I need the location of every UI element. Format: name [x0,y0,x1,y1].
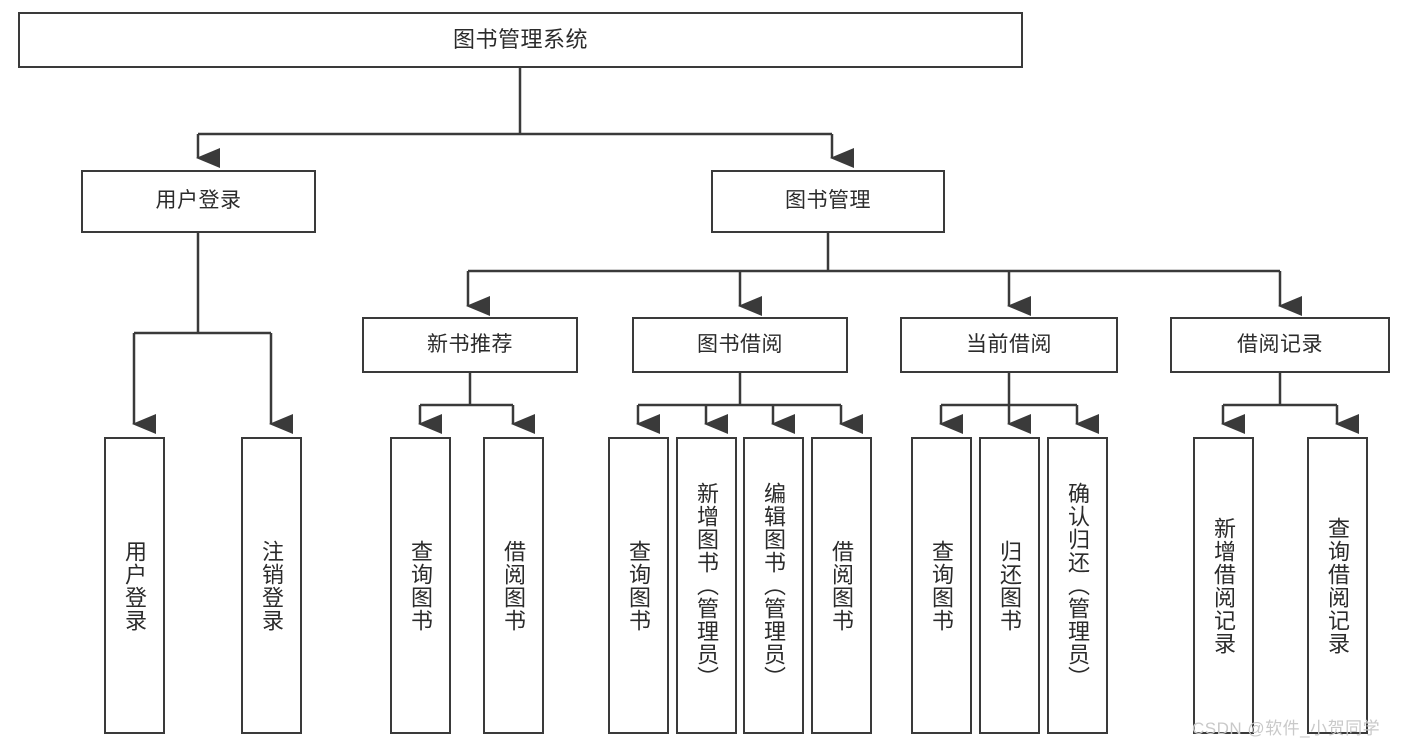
leaf-current-confirm-return[interactable]: 确认归还（管理员） [1047,437,1108,734]
leaf-user-login-signin[interactable]: 用户登录 [104,437,165,734]
leaf-records-query-label: 查询借阅记录 [1325,516,1351,655]
leaf-records-add-label: 新增借阅记录 [1211,516,1237,655]
node-new-book-recommend[interactable]: 新书推荐 [362,317,578,373]
node-book-management-label: 图书管理 [785,189,871,213]
node-current-borrow-label: 当前借阅 [966,332,1052,356]
node-root[interactable]: 图书管理系统 [18,12,1023,68]
node-user-login[interactable]: 用户登录 [81,170,316,233]
node-user-login-label: 用户登录 [155,189,242,213]
node-book-management[interactable]: 图书管理 [711,170,945,233]
leaf-user-login-signin-label: 用户登录 [122,539,148,632]
leaf-new-books-borrow[interactable]: 借阅图书 [483,437,544,734]
leaf-user-login-signout[interactable]: 注销登录 [241,437,302,734]
leaf-current-confirm-return-label: 确认归还（管理员） [1065,482,1091,689]
leaf-current-query-book-label: 查询图书 [929,539,955,632]
leaf-borrow-add-book-label: 新增图书（管理员） [694,482,720,689]
node-book-borrow-label: 图书借阅 [697,332,783,356]
leaf-new-books-query-label: 查询图书 [408,539,434,632]
node-current-borrow[interactable]: 当前借阅 [900,317,1118,373]
leaf-borrow-lend-book[interactable]: 借阅图书 [811,437,872,734]
leaf-new-books-query[interactable]: 查询图书 [390,437,451,734]
leaf-borrow-edit-book[interactable]: 编辑图书（管理员） [743,437,804,734]
leaf-borrow-query-book-label: 查询图书 [626,539,652,632]
node-borrow-records-label: 借阅记录 [1237,332,1323,356]
leaf-borrow-query-book[interactable]: 查询图书 [608,437,669,734]
leaf-new-books-borrow-label: 借阅图书 [501,539,527,632]
leaf-borrow-add-book[interactable]: 新增图书（管理员） [676,437,737,734]
leaf-borrow-edit-book-label: 编辑图书（管理员） [761,482,787,689]
node-new-book-recommend-label: 新书推荐 [427,332,513,356]
leaf-current-query-book[interactable]: 查询图书 [911,437,972,734]
leaf-borrow-lend-book-label: 借阅图书 [829,539,855,632]
node-book-borrow[interactable]: 图书借阅 [632,317,848,373]
leaf-records-add[interactable]: 新增借阅记录 [1193,437,1254,734]
leaf-records-query[interactable]: 查询借阅记录 [1307,437,1368,734]
leaf-current-return-book-label: 归还图书 [997,539,1023,632]
node-root-label: 图书管理系统 [452,27,588,53]
leaf-current-return-book[interactable]: 归还图书 [979,437,1040,734]
leaf-user-login-signout-label: 注销登录 [259,539,285,632]
csdn-watermark: CSDN @软件_小贺同学 [1192,719,1381,738]
node-borrow-records[interactable]: 借阅记录 [1170,317,1390,373]
